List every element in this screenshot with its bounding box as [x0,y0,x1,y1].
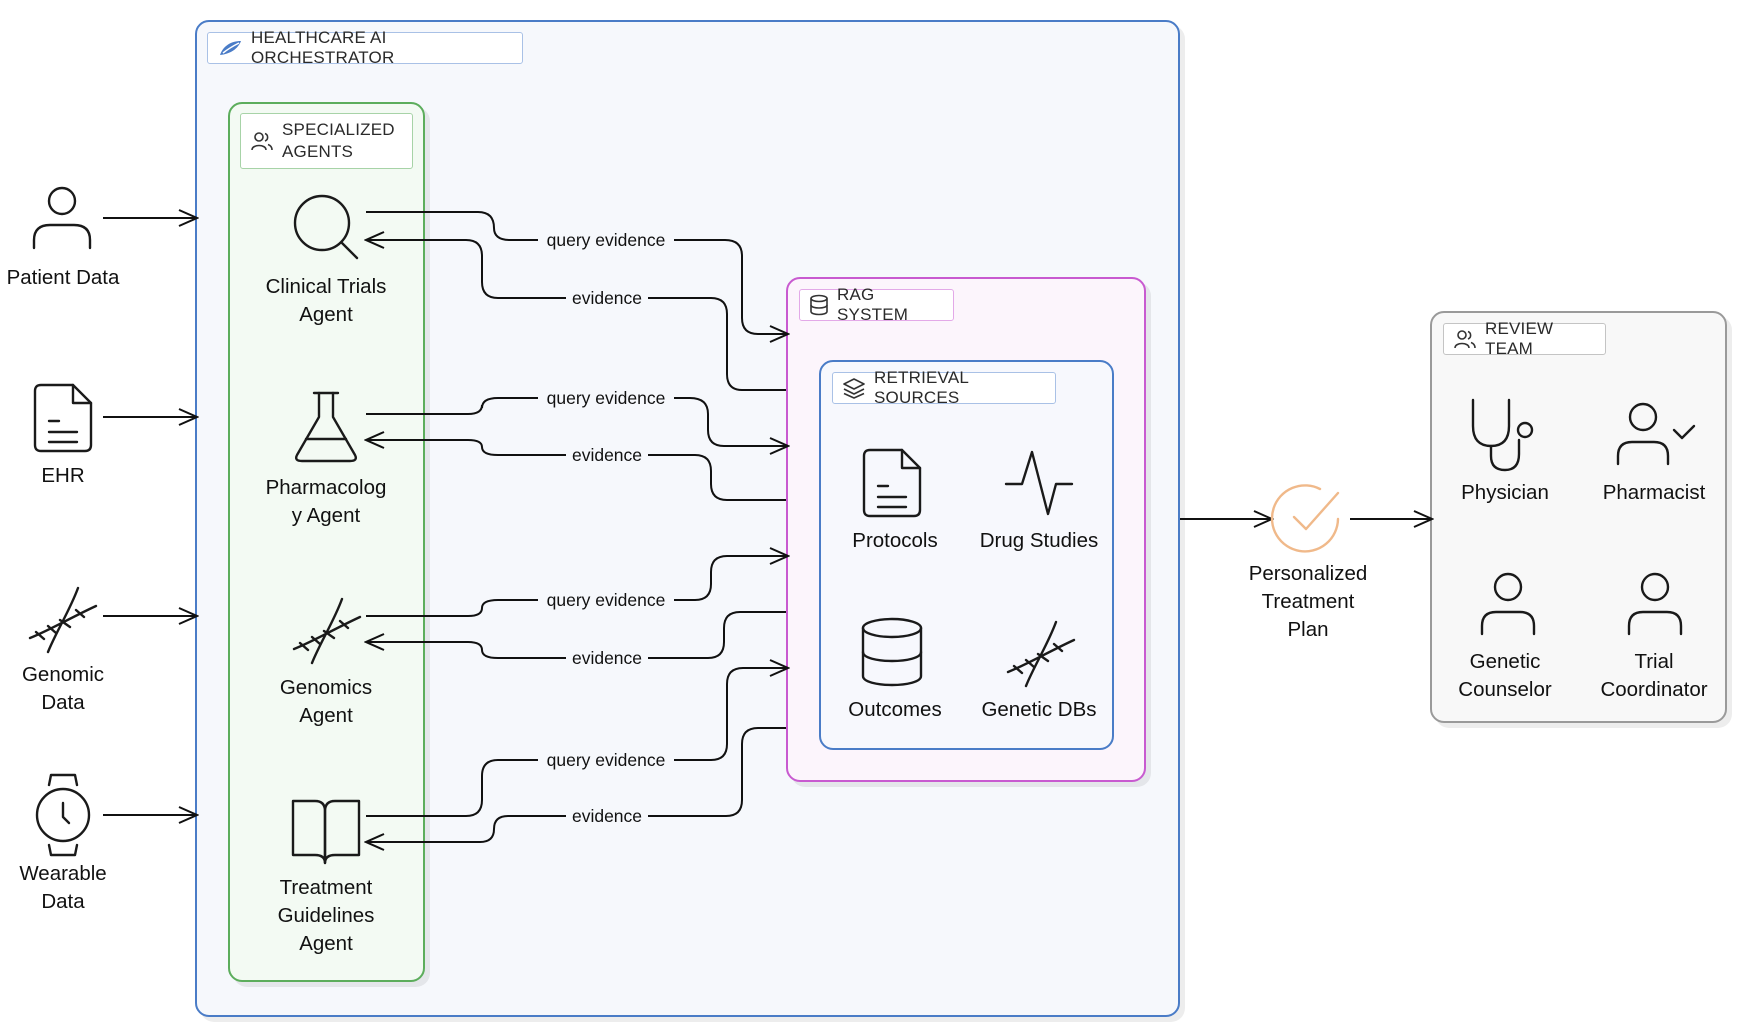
edge-label-evidence-clinical: evidence [572,288,642,308]
edge-evidence-guidelines [366,727,786,842]
agent-label-treatment-guidelines: Treatment Guidelines Agent [277,876,375,955]
source-label-protocols: Protocols [852,529,938,552]
users-icon [251,132,273,151]
review-title: REVIEW TEAM [1485,319,1554,358]
users-icon [1454,330,1476,349]
user-icon [1480,572,1536,636]
retrieval-tag: RETRIEVAL SOURCES [832,368,1056,407]
input-label-wearable-data: Wearable Data [19,862,107,913]
output-label: Personalized Treatment Plan [1248,562,1368,641]
user-icon [1627,572,1683,636]
reviewer-label-pharmacist: Pharmacist [1602,481,1706,504]
review-container [1430,311,1727,723]
database-icon [810,294,828,316]
source-label-outcomes: Outcomes [848,698,942,721]
source-label-genetic-dbs: Genetic DBs [981,698,1097,721]
edge-evidence-pharma [366,440,786,501]
edge-evidence-genomics [366,611,786,659]
review-tag: REVIEW TEAM [1443,319,1606,358]
orchestrator-title: HEALTHCARE AI ORCHESTRATOR [251,28,395,67]
agents-tag: SPECIALIZED AGENTS [240,113,413,169]
edge-query-clinical [366,211,788,334]
input-label-genomic-data: Genomic Data [21,663,105,714]
flask-icon [294,391,358,463]
user-icon [32,186,92,250]
reviewer-label-physician: Physician [1461,481,1549,504]
source-label-drug-studies: Drug Studies [979,529,1099,552]
search-icon [293,194,359,260]
agent-label-genomics: Genomics Agent [279,676,373,727]
input-label-ehr: EHR [41,464,85,487]
orchestrator-tag: HEALTHCARE AI ORCHESTRATOR [207,28,523,67]
brain-icon [220,41,241,55]
edge-label-evidence-guidelines: evidence [572,806,642,826]
edge-label-query-guidelines: query evidence [547,750,666,770]
database-icon [861,617,923,687]
layers-icon [843,378,865,399]
user-check-icon [1616,402,1696,466]
retrieval-title: RETRIEVAL SOURCES [874,368,969,407]
edge-label-evidence-genomics: evidence [572,648,642,668]
agents-title: SPECIALIZED AGENTS [282,120,395,161]
rag-title: RAG SYSTEM [837,285,909,324]
document-icon [33,383,93,453]
input-label-patient-data: Patient Data [6,266,120,289]
dna-icon [1006,620,1076,688]
check-circle-icon [1270,484,1340,553]
book-icon [291,799,361,865]
dna-icon [292,597,362,665]
edge-query-genomics [366,556,788,617]
reviewer-label-trial-coordinator: Trial Coordinator [1600,650,1708,701]
agent-label-pharmacology: Pharmacolog y Agent [265,476,387,527]
edge-label-query-clinical: query evidence [547,230,666,250]
stethoscope-icon [1471,398,1534,472]
dna-icon [28,586,98,654]
edge-label-query-pharma: query evidence [547,388,666,408]
retrieval-container [819,360,1114,750]
document-icon [862,448,922,518]
agent-label-clinical-trials: Clinical Trials Agent [265,275,387,326]
rag-tag: RAG SYSTEM [799,285,954,324]
reviewer-label-genetic-counselor: Genetic Counselor [1458,650,1552,701]
watch-icon [35,773,91,857]
activity-icon [1004,450,1074,516]
edge-label-evidence-pharma: evidence [572,445,642,465]
edge-label-query-genomics: query evidence [547,590,666,610]
